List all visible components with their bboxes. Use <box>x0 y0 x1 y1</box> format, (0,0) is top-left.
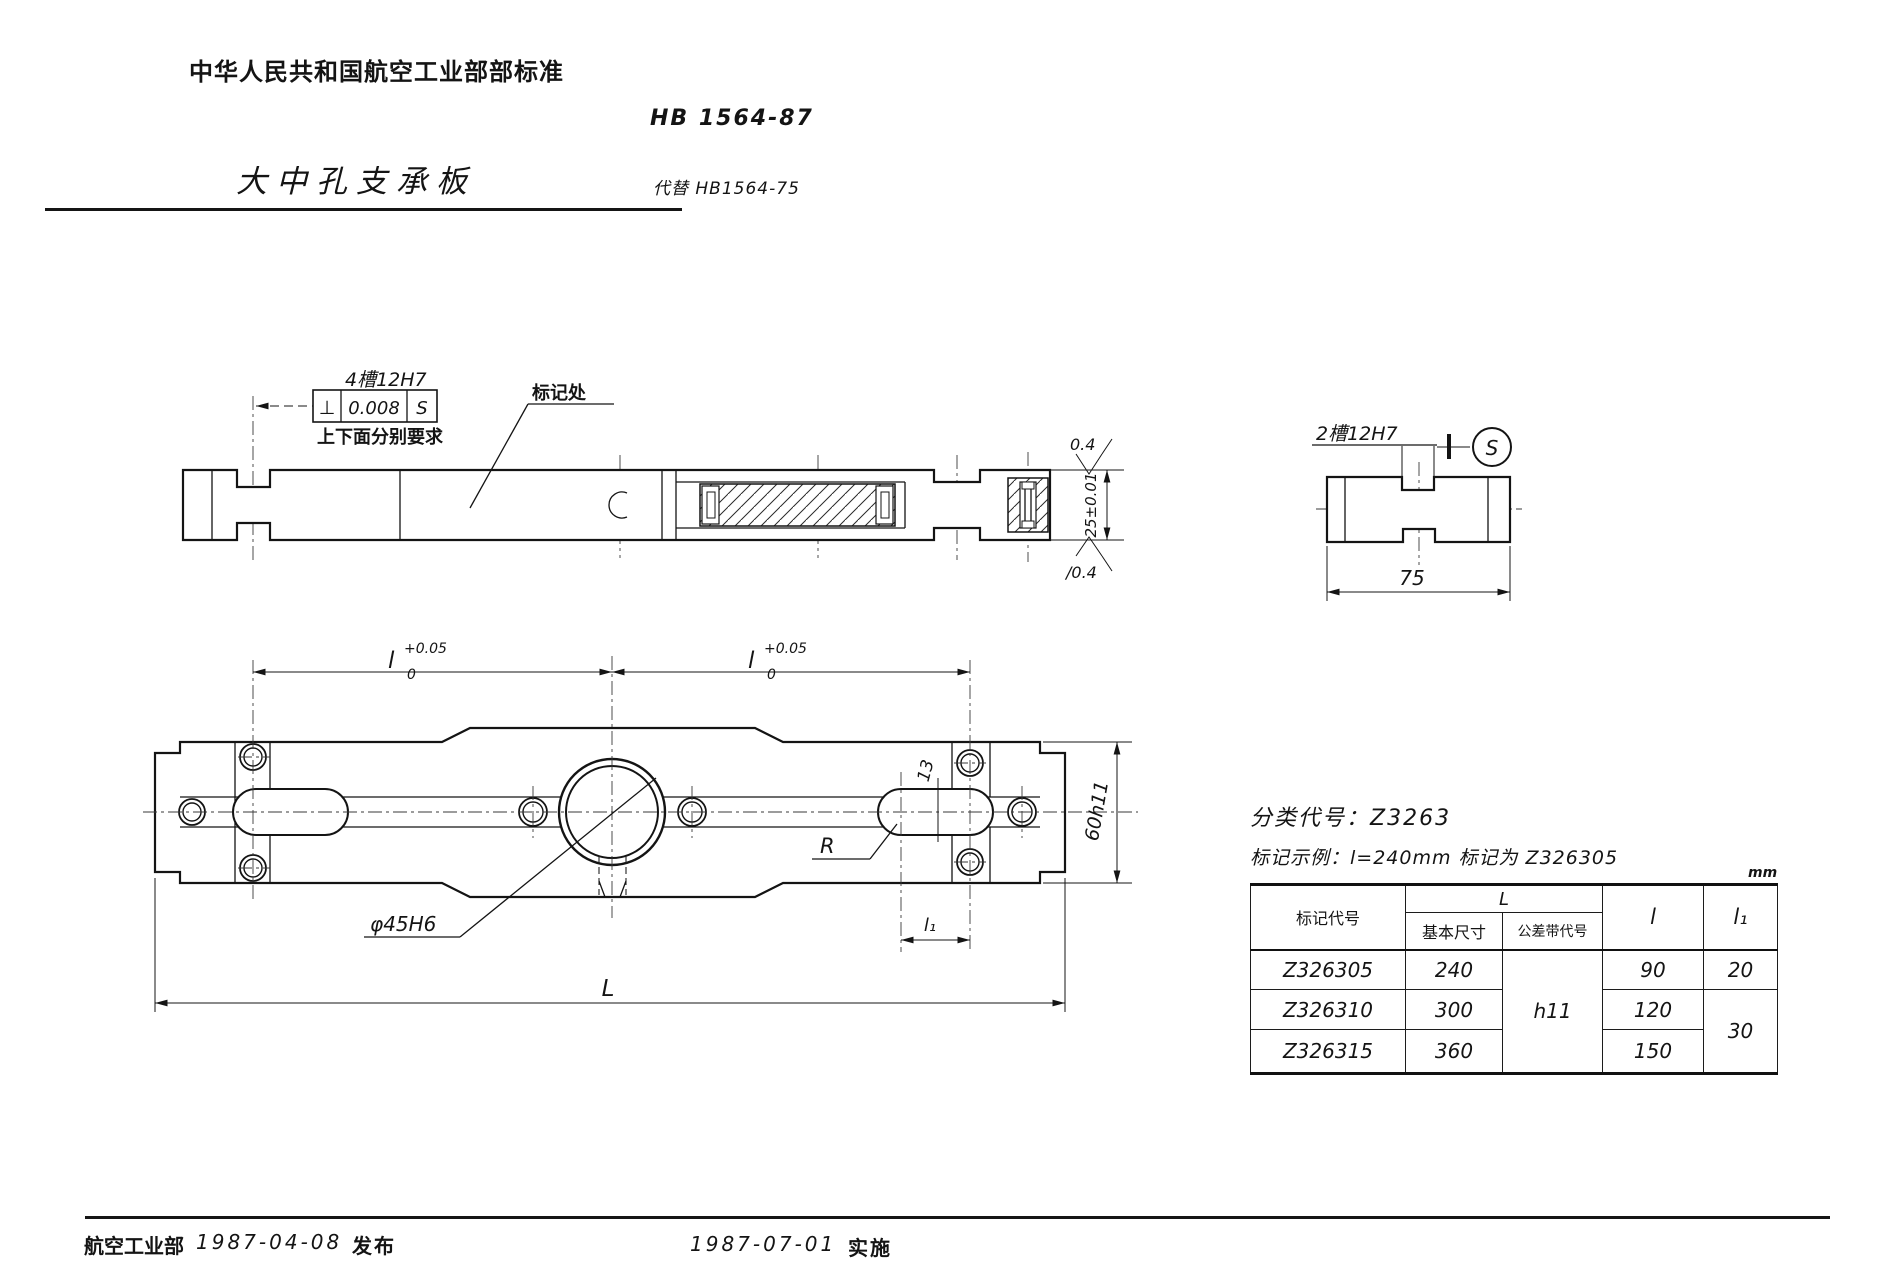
width-75-dimension: 75 <box>1326 546 1511 601</box>
footer-impl-label: 实施 <box>848 1236 892 1260</box>
hidden-slot <box>598 856 627 898</box>
cell-l-3: 150 <box>1602 1029 1704 1074</box>
slot-label-4: 4槽12H7 <box>345 369 427 391</box>
col-header-l: l <box>1602 884 1704 951</box>
end-view-outline <box>1325 475 1512 544</box>
standard-number: HB 1564-87 <box>650 106 814 131</box>
dim-l-left-base: l <box>388 648 395 674</box>
end-view: 2槽12H7 S 75 <box>1312 423 1522 601</box>
countersink-arc <box>608 491 628 519</box>
cell-l-2: 120 <box>1602 989 1704 1030</box>
section-hatch-right <box>1007 477 1049 533</box>
dim-L-value: L <box>602 976 615 1002</box>
dim-l-left-sup: +0.05 <box>404 641 447 657</box>
bore-callout: φ45H6 <box>364 777 657 938</box>
mark-site-callout: 标记处 <box>469 382 614 509</box>
datum-letter: S <box>1486 436 1499 460</box>
perpendicularity-icon: ⊥ <box>319 397 336 419</box>
class-code-line: 分类代号：Z3263 <box>1250 806 1452 831</box>
side-view-inner-lines <box>211 470 906 540</box>
dim-60h11-value: 60h11 <box>1081 779 1113 842</box>
cell-l-1: 90 <box>1602 949 1704 990</box>
plan-centerlines <box>143 656 1138 952</box>
section-end-caps <box>701 485 894 525</box>
table-row: Z326310 300 120 30 <box>1250 989 1778 1074</box>
finish-bottom-value: /0.4 <box>1064 563 1097 582</box>
thickness-value: 25±0.01 <box>1082 472 1100 537</box>
dim-L: L <box>154 878 1066 1012</box>
dim-l-left: l +0.05 0 <box>253 641 612 683</box>
fcf-tolerance: 0.008 <box>348 398 400 419</box>
end-view-slot-callout: 2槽12H7 S <box>1312 423 1512 477</box>
dim-l-right-sup: +0.05 <box>764 641 807 657</box>
footer-release-date: 1987-04-08 <box>196 1230 343 1254</box>
col-header-l1: l₁ <box>1703 884 1778 951</box>
dim-l-right-base: l <box>748 648 755 674</box>
radius-label: R <box>820 834 835 858</box>
footer-release-label: 发布 <box>352 1234 396 1258</box>
footer-impl-date: 1987-07-01 <box>690 1232 837 1256</box>
supersedes-note: 代替 HB1564-75 <box>653 179 800 199</box>
dim-l-left-sub: 0 <box>407 667 416 683</box>
col-header-tol-zone: 公差带代号 <box>1502 912 1603 951</box>
part-title: 大中孔支承板 <box>236 164 476 200</box>
surface-finish-top: 0.4 <box>1070 435 1113 475</box>
table-row: Z326315 360 150 <box>1250 1029 1778 1074</box>
cell-L-3: 360 <box>1405 1029 1503 1074</box>
finish-top-value: 0.4 <box>1070 435 1095 454</box>
dim-l1-value: l₁ <box>924 915 936 936</box>
footer-rule <box>85 1216 1830 1219</box>
fcf-datum: S <box>416 398 427 419</box>
header-rule <box>45 208 682 211</box>
width-75-value: 75 <box>1399 566 1424 590</box>
cell-L-2: 300 <box>1405 989 1503 1030</box>
cell-L-1: 240 <box>1405 949 1503 990</box>
col-header-basic-size: 基本尺寸 <box>1405 912 1503 951</box>
slot-label-2: 2槽12H7 <box>1316 423 1398 445</box>
col-header-code: 标记代号 <box>1250 884 1406 951</box>
datum-circle <box>1472 427 1512 467</box>
feature-control-frame: 4槽12H7 ⊥ 0.008 S 上下面分别要求 <box>256 369 444 448</box>
cell-code-2: Z326310 <box>1250 989 1406 1030</box>
footer-org: 航空工业部 <box>84 1234 184 1258</box>
bore-label: φ45H6 <box>370 912 436 936</box>
side-view-outline <box>181 468 1052 542</box>
cell-tolerance: h11 <box>1502 949 1603 1074</box>
plan-view: l +0.05 0 l +0.05 0 13 R <box>143 641 1138 1012</box>
dim-l-right-sub: 0 <box>767 667 776 683</box>
table-row: Z326305 240 h11 90 20 <box>1250 949 1778 1074</box>
thickness-dimension: 25±0.01 <box>1050 469 1124 541</box>
surface-finish-bottom: /0.4 <box>1064 536 1113 582</box>
dimension-table: 标记代号 L l l₁ 基本尺寸 公差带代号 Z326305 240 h11 9… <box>1250 883 1778 1075</box>
unit-label: mm <box>1748 865 1778 881</box>
section-hatch-center <box>699 483 896 527</box>
dim-l-right: l +0.05 0 <box>612 641 970 683</box>
mark-site-label: 标记处 <box>531 382 587 404</box>
col-header-L: L <box>1405 884 1603 913</box>
cell-l1-merged: 30 <box>1703 989 1778 1074</box>
side-view: 4槽12H7 ⊥ 0.008 S 上下面分别要求 标记处 <box>181 369 1124 582</box>
cell-code-1: Z326305 <box>1250 949 1406 990</box>
fcf-note: 上下面分别要求 <box>317 426 444 448</box>
dim-l1: l₁ <box>901 915 970 944</box>
marking-example-line: 标记示例：l=240mm 标记为 Z326305 <box>1250 847 1619 869</box>
standard-org-title: 中华人民共和国航空工业部部标准 <box>189 58 564 86</box>
radius-callout: R <box>812 823 898 860</box>
cell-code-3: Z326315 <box>1250 1029 1406 1074</box>
cell-l1-1: 20 <box>1703 949 1778 990</box>
